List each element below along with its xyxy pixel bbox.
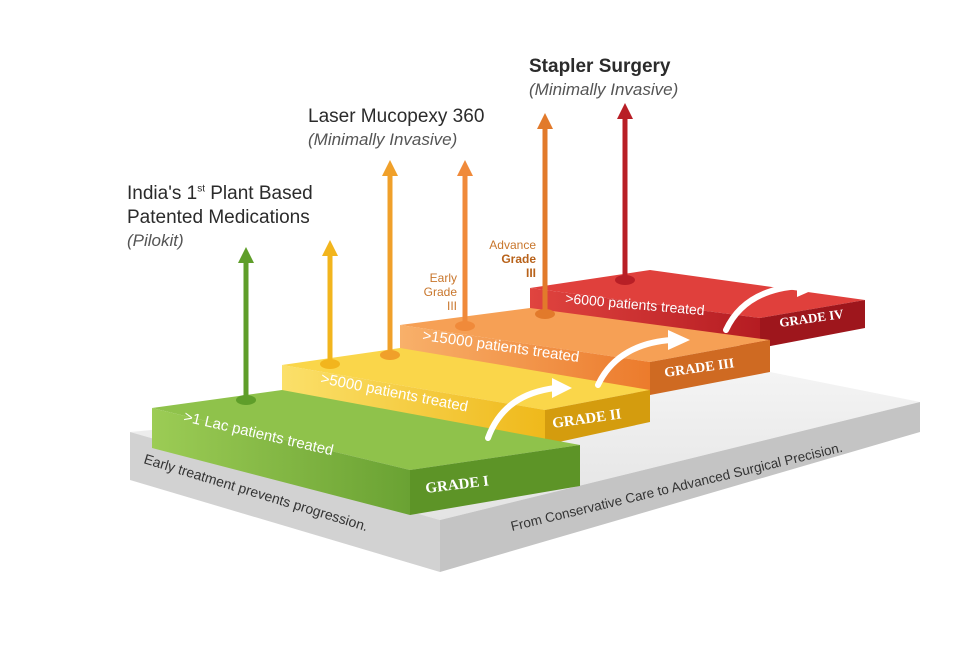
pilokit-arrow: [236, 247, 256, 405]
laser-arrow: [380, 160, 400, 360]
pilokit-line1: India's 1st Plant Based: [127, 182, 313, 206]
early-grade-iii-arrow: [455, 160, 475, 331]
stapler-caption: Stapler Surgery (Minimally Invasive): [529, 55, 678, 101]
advance-grade-iii-note: Advance Grade III: [478, 238, 536, 280]
laser-caption: Laser Mucopexy 360 (Minimally Invasive): [308, 105, 484, 151]
grade-ii-arrow-a: [320, 240, 340, 369]
stapler-title: Stapler Surgery: [529, 55, 678, 79]
pilokit-sub: (Pilokit): [127, 230, 313, 252]
pilokit-caption: India's 1st Plant Based Patented Medicat…: [127, 182, 313, 252]
stapler-sub: (Minimally Invasive): [529, 79, 678, 101]
stapler-arrow: [615, 103, 635, 285]
early-grade-iii-note: Early Grade III: [412, 271, 457, 313]
laser-title: Laser Mucopexy 360: [308, 105, 484, 129]
pilokit-line2: Patented Medications: [127, 206, 313, 230]
laser-sub: (Minimally Invasive): [308, 129, 484, 151]
